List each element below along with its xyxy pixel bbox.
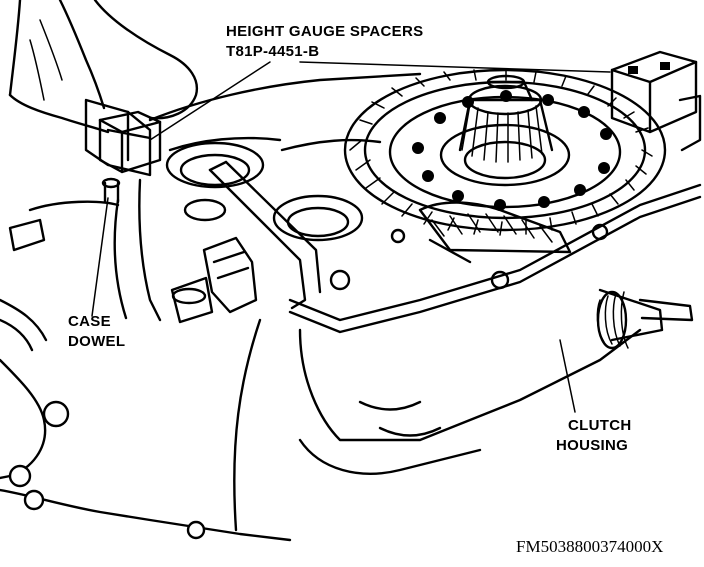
input-shaft-spring: [596, 288, 694, 350]
hand-drawing: [8, 0, 199, 177]
ring-gear: [343, 68, 667, 236]
leader-lines: [91, 61, 611, 413]
gauge-bar: [208, 160, 322, 310]
lower-flange: [0, 200, 292, 542]
label-case: CASE: [68, 313, 111, 330]
label-spacer-part-number: T81P-4451-B: [226, 43, 320, 60]
fitting: [170, 236, 258, 324]
countershaft: [418, 201, 572, 264]
height-gauge-spacer-right: [610, 50, 702, 152]
label-dowel: DOWEL: [68, 333, 126, 350]
roller-bearing: [458, 74, 554, 163]
label-housing: HOUSING: [556, 437, 629, 454]
label-height-gauge-spacers: HEIGHT GAUGE SPACERS: [226, 23, 424, 40]
height-gauge-spacer-left: [98, 110, 162, 204]
clutch-housing: [233, 318, 642, 532]
transmission-case: [113, 72, 702, 334]
figure-id: FM5038800374000X: [516, 537, 664, 556]
label-clutch: CLUTCH: [568, 417, 632, 434]
